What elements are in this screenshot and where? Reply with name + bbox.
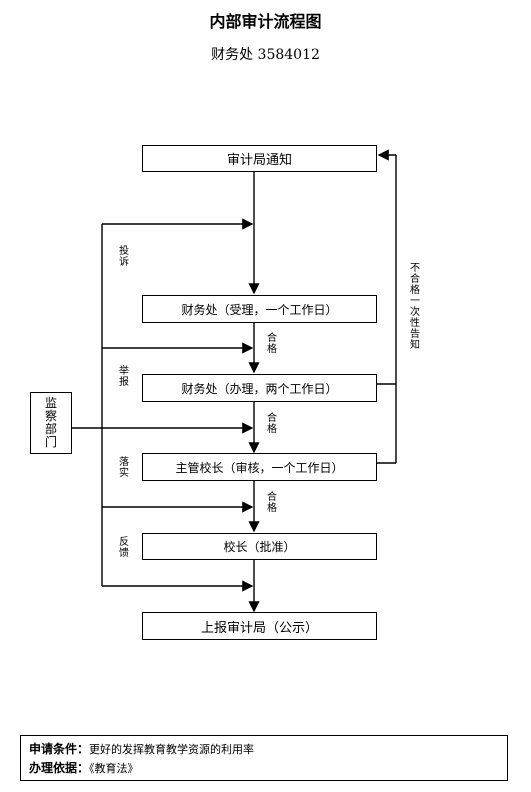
side-label-complaint: 投诉 bbox=[119, 246, 129, 268]
side-label-feedback: 反馈 bbox=[119, 537, 129, 559]
footer-basis-text: 《教育法》 bbox=[89, 762, 139, 775]
node-director-review: 主管校长（审核，一个工作日） bbox=[142, 453, 377, 481]
footer-condition-text: 更好的发挥教育教学资源的利用率 bbox=[89, 743, 255, 756]
edge-label-pass-1: 合格 bbox=[267, 333, 277, 355]
edge-label-pass-2: 合格 bbox=[267, 413, 277, 435]
footer-condition-row: 申请条件：更好的发挥教育教学资源的利用率 bbox=[29, 740, 499, 759]
side-label-report: 举报 bbox=[119, 366, 129, 388]
node-president-approve: 校长（批准） bbox=[142, 533, 377, 560]
node-audit-notice: 审计局通知 bbox=[142, 145, 377, 172]
edge-label-reject: 不合格一次性告知 bbox=[410, 263, 420, 351]
node-supervision-dept: 监察部门 bbox=[30, 392, 72, 454]
node-report-audit: 上报审计局（公示） bbox=[142, 612, 377, 640]
page-subtitle: 财务处 3584012 bbox=[211, 47, 320, 63]
node-finance-accept: 财务处（受理，一个工作日） bbox=[142, 295, 377, 323]
footer-condition-label: 申请条件： bbox=[29, 742, 90, 756]
footer-basis-row: 办理依据：《教育法》 bbox=[29, 759, 499, 778]
info-footer: 申请条件：更好的发挥教育教学资源的利用率 办理依据：《教育法》 bbox=[20, 735, 508, 781]
edge-label-pass-3: 合格 bbox=[267, 492, 277, 514]
node-finance-process: 财务处（办理，两个工作日） bbox=[142, 374, 377, 402]
side-label-implement: 落实 bbox=[119, 457, 129, 479]
page-title: 内部审计流程图 bbox=[209, 12, 322, 31]
footer-basis-label: 办理依据： bbox=[29, 761, 90, 775]
